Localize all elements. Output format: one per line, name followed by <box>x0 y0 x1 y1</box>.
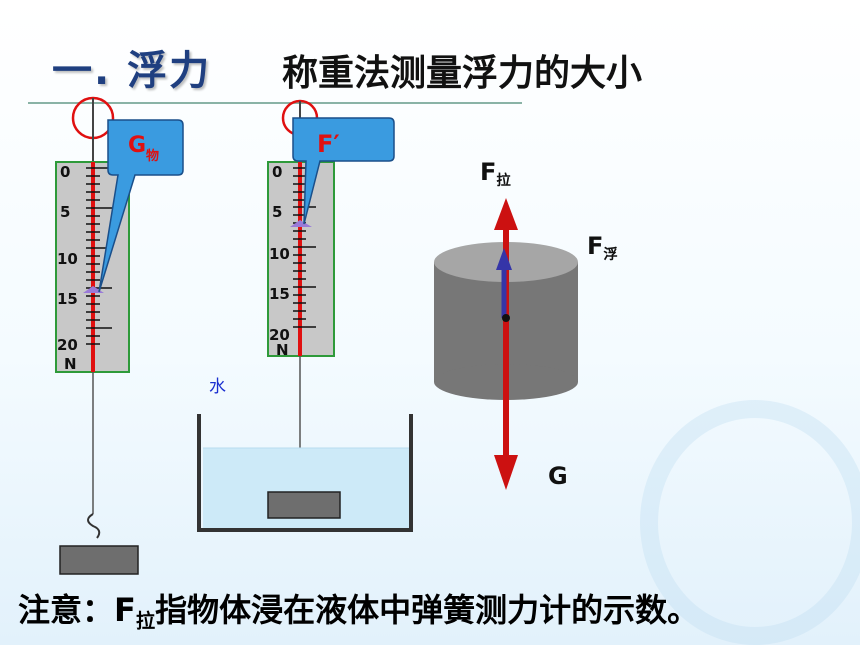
right-tick-label: 5 <box>272 203 282 221</box>
left-tick-label: 20 <box>57 336 78 354</box>
right-unit-label: N <box>276 341 289 359</box>
note-subscript: 拉 <box>135 609 156 633</box>
left-unit-label: N <box>64 355 77 373</box>
beaker-wall <box>197 414 413 532</box>
left-tick-label: 15 <box>57 290 78 308</box>
left-callout-sub: 物 <box>146 148 159 164</box>
left-tick-label: 5 <box>60 203 70 221</box>
note-prefix: 注意：F <box>18 591 136 629</box>
section-title: 一. 浮力 <box>52 48 212 94</box>
note-suffix: 指物体浸在液体中弹簧测力计的示数。 <box>155 591 700 629</box>
left-tick-label: 0 <box>60 163 70 181</box>
right-spring-scale: 0 5 10 15 20 N F′ <box>267 99 395 488</box>
pull-force-symbol: F <box>480 158 497 186</box>
title-underline <box>28 102 522 104</box>
left-tick-label: 10 <box>57 250 78 268</box>
right-tick-label: 10 <box>269 245 290 263</box>
gravity-arrowhead <box>494 455 518 490</box>
left-hanging-block <box>59 545 139 575</box>
right-tick-label: 20 <box>269 326 290 344</box>
buoyancy-symbol: F <box>587 232 604 260</box>
submerged-block <box>267 491 341 519</box>
left-reading-callout <box>98 119 184 293</box>
gravity-label: G <box>548 462 568 490</box>
right-scale-ticks <box>293 167 316 328</box>
force-diagram <box>434 198 578 490</box>
pull-force-label: F拉 <box>480 158 511 190</box>
buoyancy-arrowhead <box>496 248 512 270</box>
left-callout-label: G <box>128 133 146 158</box>
note-text: 注意：F拉指物体浸在液体中弹簧测力计的示数。 <box>18 585 699 634</box>
force-origin-point <box>502 314 510 322</box>
right-callout-label: F′ <box>317 130 340 158</box>
left-spring-scale: 0 5 10 15 20 N G 物 <box>55 96 184 575</box>
water-label: 水 <box>209 377 226 397</box>
right-pointer-marker <box>290 220 312 227</box>
buoyancy-subscript: 浮 <box>603 247 618 264</box>
right-tick-label: 0 <box>272 163 282 181</box>
pull-force-subscript: 拉 <box>496 173 511 190</box>
pull-force-arrowhead <box>494 198 518 230</box>
right-tick-label: 15 <box>269 285 290 303</box>
left-bottom-hook <box>87 513 101 539</box>
slide-heading: 称重法测量浮力的大小 <box>282 53 643 94</box>
buoyancy-label: F浮 <box>587 232 618 264</box>
water-beaker <box>197 414 413 532</box>
right-reading-callout <box>292 117 395 225</box>
